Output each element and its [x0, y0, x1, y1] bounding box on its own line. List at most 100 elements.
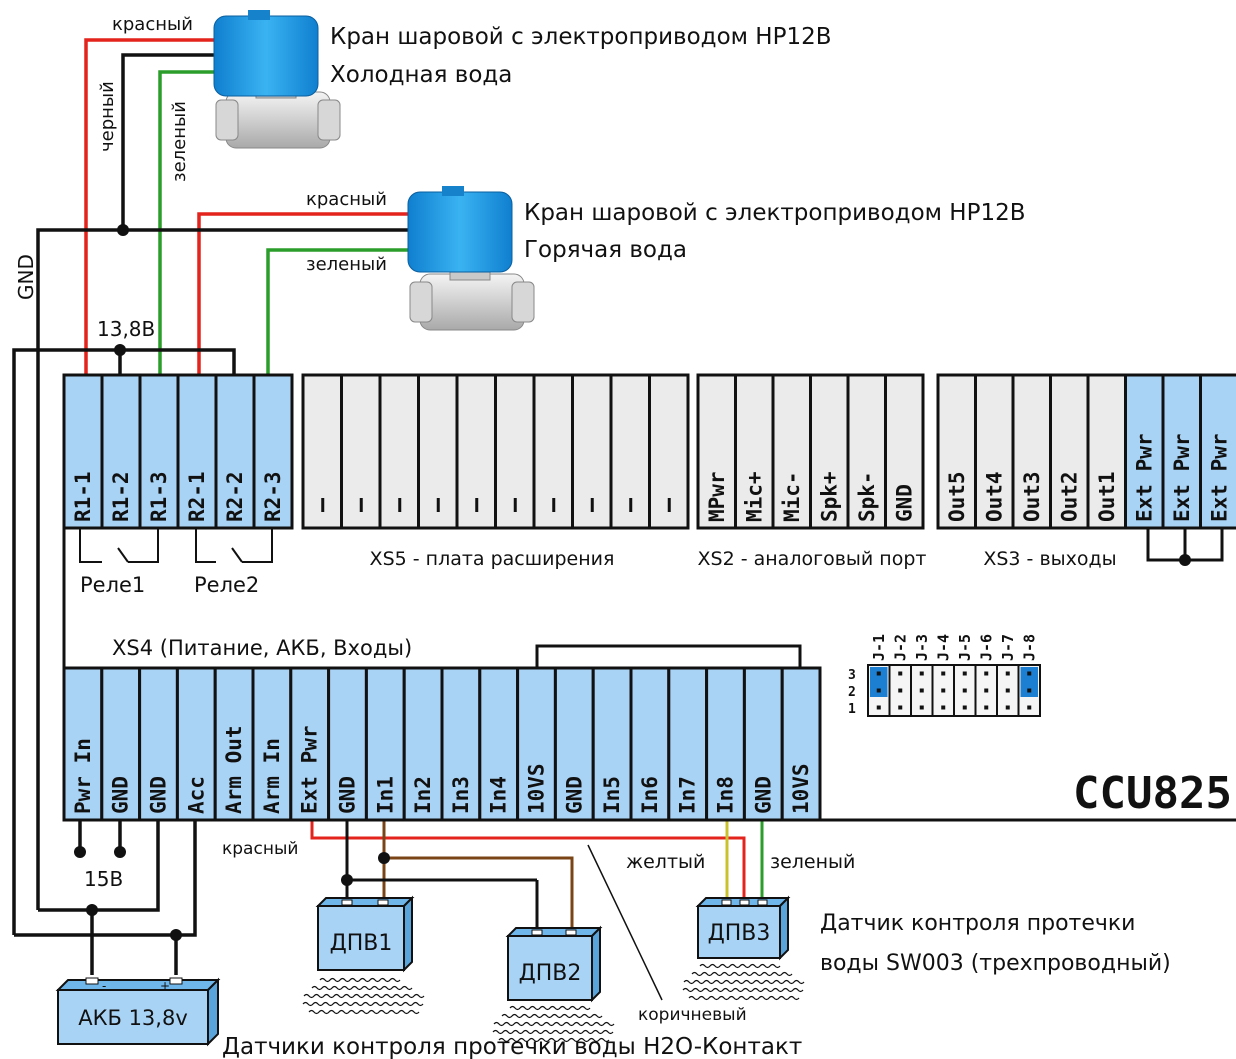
valve-hot-subtitle: Горячая вода: [524, 237, 687, 263]
voltage-15-label: 15В: [84, 867, 123, 891]
xs4-pin-6: [251, 666, 293, 822]
relay-pin-label: R2-1: [185, 471, 209, 522]
xs4-pin-5: [213, 666, 255, 822]
sensor-dpv1: ДПВ1: [315, 895, 415, 973]
xs4-pin-4: [175, 666, 217, 822]
wire-label-green-hot: зеленый: [306, 254, 387, 275]
xs5-label: XS5 - плата расширения: [370, 548, 615, 570]
wire-label-red-hot: красный: [306, 189, 387, 210]
valve-hot-title: Кран шаровой с электроприводом HP12B: [524, 200, 1026, 226]
xs5-pin-mark: [667, 498, 671, 512]
jumper-name: J-5: [956, 634, 974, 661]
xs4-pin-10: [402, 666, 444, 822]
xs5-pin-mark: [359, 498, 363, 512]
xs2-pin-label: Spk-: [855, 471, 879, 522]
wire-green-cold: [158, 70, 214, 378]
sensor-dpv3: ДПВ3: [695, 895, 791, 961]
jumper-cap: [870, 667, 888, 697]
xs4-pin-label: Ext Pwr: [298, 725, 322, 814]
xs4-pin-label: In5: [600, 776, 624, 814]
jumper-pin: [919, 671, 924, 676]
xs3-pin-6: [1124, 373, 1165, 530]
xs5-pin-mark: [398, 498, 402, 512]
sensors: ДПВ1 ДПВ2 ДПВ3: [302, 895, 805, 1043]
xs4-pin-label: GND: [751, 776, 775, 814]
xs3-pin-label: Ext Pwr: [1170, 433, 1194, 522]
wave: [682, 987, 804, 993]
sw003-caption-line1: Датчик контроля протечки: [820, 911, 1135, 936]
xs4-pin-14: [553, 666, 595, 822]
wire-black-cold: [121, 53, 214, 230]
xs2-pin-label: GND: [892, 484, 916, 522]
wave: [688, 995, 800, 1001]
xs4-pin-label: In6: [638, 776, 662, 814]
jumper-pin: [898, 671, 903, 676]
jumper-name: J-2: [892, 634, 910, 661]
jumper-pin: [876, 671, 881, 676]
sw003-caption-line2: воды SW003 (трехпроводный): [820, 951, 1171, 976]
xs4-pin-13: [516, 666, 557, 822]
wave: [319, 977, 401, 983]
voltage-138-label: 13,8В: [97, 317, 155, 341]
xs2-pin-2: [734, 373, 775, 530]
xs4-pin-label: In4: [487, 776, 511, 814]
relay-pin-label: R1-1: [71, 471, 95, 522]
xs2-label: XS2 - аналоговый порт: [698, 548, 927, 570]
wire-red-hot: [197, 212, 408, 378]
jumper-pin: [919, 705, 924, 710]
jumper-name: J-8: [1021, 634, 1039, 661]
xs4-pin-12: [478, 666, 520, 822]
wave: [302, 1001, 424, 1007]
xs4-pin-label: In2: [411, 776, 435, 814]
jumper-name: J-7: [999, 634, 1017, 661]
xs5-terminal-block: [301, 373, 690, 530]
relay-pin-label: R1-3: [147, 471, 171, 522]
xs2-pin-1: [696, 373, 737, 530]
valve-cold-subtitle: Холодная вода: [330, 62, 512, 88]
battery: - + АКБ 13,8v: [55, 977, 221, 1047]
xs4-pin-8: [327, 666, 368, 822]
xs3-pin-label: Out2: [1057, 471, 1081, 522]
wire-label-red-bottom: красный: [222, 839, 298, 859]
jumper-pin: [941, 705, 946, 710]
wave: [498, 1037, 610, 1043]
jumper-name: J-1: [870, 634, 888, 661]
xs5-pin-mark: [321, 498, 325, 512]
xs2-pin-3: [771, 373, 812, 530]
wire-gnd: [36, 228, 408, 910]
jumper-row-label: 1: [848, 702, 856, 717]
jumper-pin: [876, 688, 881, 693]
relay-pin-label: R2-2: [223, 471, 247, 522]
wire-green-hot: [266, 248, 408, 378]
xs4-pin-label: GND: [562, 776, 586, 814]
xs3-pin-4: [1049, 373, 1090, 530]
wire-red-sensor: [310, 820, 746, 900]
jumper-pin: [1005, 705, 1010, 710]
xs4-pin-label: Pwr In: [71, 738, 95, 814]
dpv1-label: ДПВ1: [330, 931, 393, 956]
jumper-pin: [1005, 671, 1010, 676]
xs4-pin-label: 10VS: [789, 763, 813, 814]
wire-label-red-cold: красный: [112, 14, 193, 35]
jumper-pin: [919, 688, 924, 693]
wire-label-brown: коричневый: [638, 1005, 747, 1025]
xs4-pin-18: [705, 666, 746, 822]
jumper-pin: [1027, 688, 1032, 693]
xs5-pin-mark: [590, 498, 594, 512]
xs2-pin-5: [846, 373, 887, 530]
wave: [691, 971, 793, 977]
xs2-pin-label: MPwr: [705, 471, 729, 522]
xs5-pin-mark: [475, 498, 479, 512]
xs3-pin-2: [974, 373, 1015, 530]
xs4-pin-label: Arm In: [260, 738, 284, 814]
wave: [493, 1021, 615, 1027]
relay2-label: Реле2: [194, 573, 259, 597]
jumper-pin: [876, 705, 881, 710]
xs4-pin-label: GND: [147, 776, 171, 814]
xs4-pin-label: In3: [449, 776, 473, 814]
xs3-label: XS3 - выходы: [983, 548, 1116, 570]
xs4-pin-7: [289, 666, 331, 822]
